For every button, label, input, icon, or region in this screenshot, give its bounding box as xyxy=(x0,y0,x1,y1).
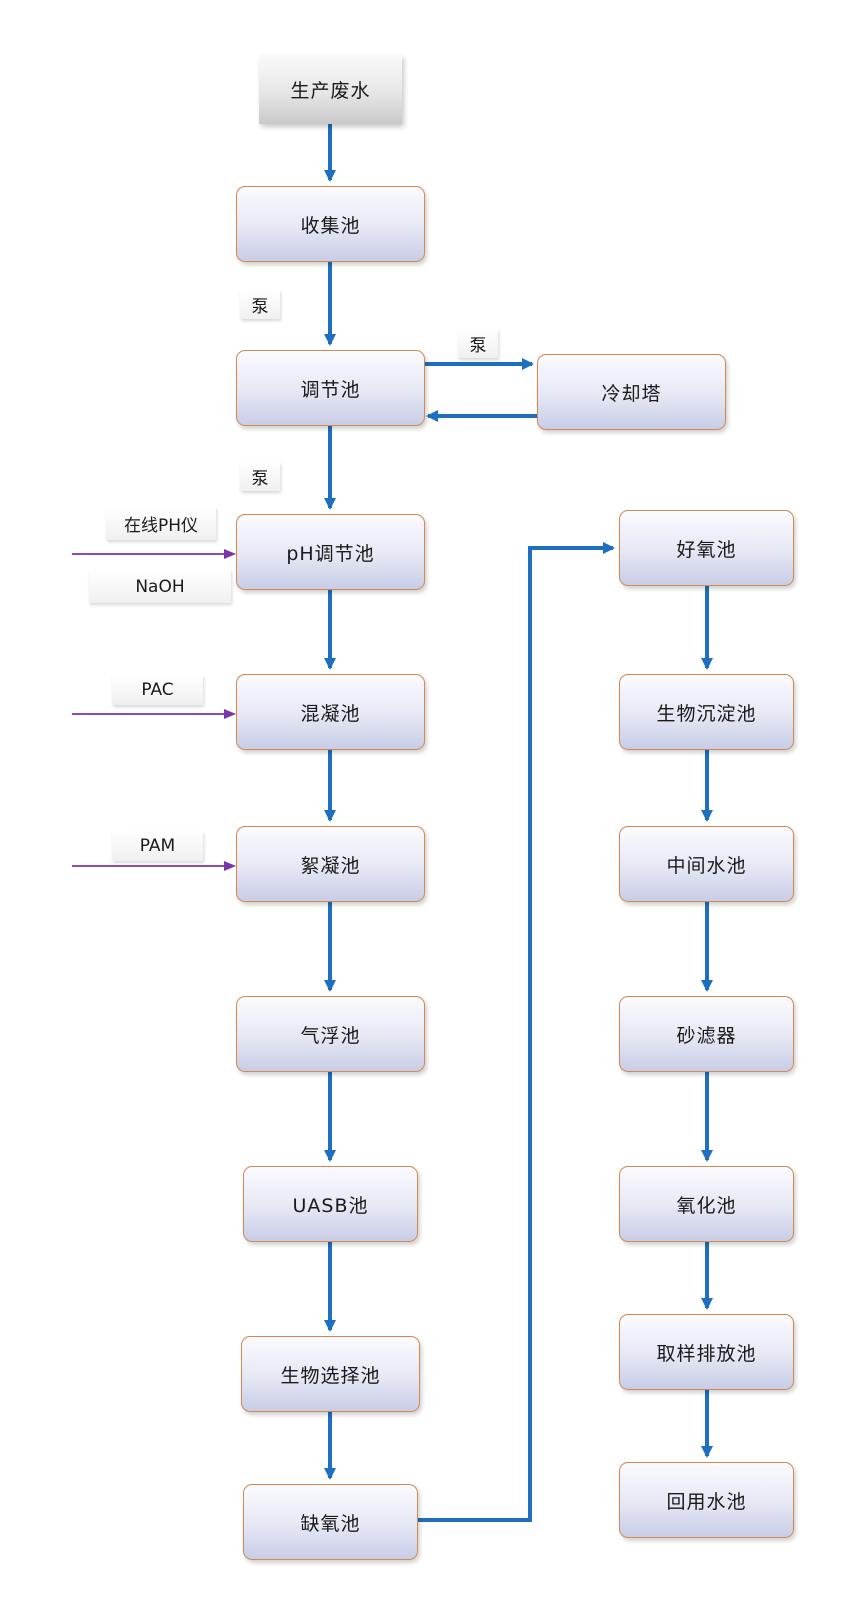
online-ph-meter-label: 在线PH仪 xyxy=(106,507,216,540)
reuse-tank-node[interactable]: 回用水池 xyxy=(619,1462,794,1538)
bio-selector-tank-label: 生物选择池 xyxy=(280,1364,381,1387)
equalization-tank-node[interactable]: 调节池 xyxy=(236,350,425,426)
uasb-tank-node[interactable]: UASB池 xyxy=(243,1166,418,1242)
naoh-dosing-label: NaOH xyxy=(89,570,231,603)
sampling-discharge-tank-label: 取样排放池 xyxy=(656,1342,757,1365)
sand-filter-label: 砂滤器 xyxy=(676,1024,737,1047)
uasb-tank-label: UASB池 xyxy=(292,1194,369,1217)
ph-adjust-tank-node[interactable]: pH调节池 xyxy=(236,514,425,590)
intermediate-tank-node[interactable]: 中间水池 xyxy=(619,826,794,902)
aerobic-tank-node[interactable]: 好氧池 xyxy=(619,510,794,586)
flocculation-tank-node[interactable]: 絮凝池 xyxy=(236,826,425,902)
anoxic-tank-node[interactable]: 缺氧池 xyxy=(243,1484,418,1560)
bio-sedimentation-tank-label: 生物沉淀池 xyxy=(656,702,757,725)
pump-label-2: 泵 xyxy=(458,329,498,358)
oxidation-tank-label: 氧化池 xyxy=(676,1194,737,1217)
pam-dosing-label: PAM xyxy=(112,831,203,861)
coagulation-tank-node[interactable]: 混凝池 xyxy=(236,674,425,750)
collection-tank-label: 收集池 xyxy=(300,214,361,237)
cooling-tower-label: 冷却塔 xyxy=(601,382,662,405)
pac-dosing-label: PAC xyxy=(112,675,203,705)
cooling-tower-node[interactable]: 冷却塔 xyxy=(537,354,726,430)
coagulation-tank-label: 混凝池 xyxy=(300,702,361,725)
pump-label-3: 泵 xyxy=(240,462,280,491)
air-flotation-tank-node[interactable]: 气浮池 xyxy=(236,996,425,1072)
bio-selector-tank-node[interactable]: 生物选择池 xyxy=(241,1336,420,1412)
equalization-tank-label: 调节池 xyxy=(300,378,361,401)
sampling-discharge-tank-node[interactable]: 取样排放池 xyxy=(619,1314,794,1390)
aerobic-tank-label: 好氧池 xyxy=(676,538,737,561)
flow-anoxic-to-aerobic xyxy=(418,542,615,1522)
reuse-tank-label: 回用水池 xyxy=(666,1490,747,1513)
sand-filter-node[interactable]: 砂滤器 xyxy=(619,996,794,1072)
collection-tank-node[interactable]: 收集池 xyxy=(236,186,425,262)
ph-adjust-tank-label: pH调节池 xyxy=(286,542,375,565)
source-wastewater-node[interactable]: 生产废水 xyxy=(259,55,402,124)
source-wastewater-label: 生产废水 xyxy=(290,80,371,102)
anoxic-tank-label: 缺氧池 xyxy=(300,1512,361,1535)
bio-sedimentation-tank-node[interactable]: 生物沉淀池 xyxy=(619,674,794,750)
air-flotation-tank-label: 气浮池 xyxy=(300,1024,361,1047)
pump-label-1: 泵 xyxy=(240,290,280,319)
oxidation-tank-node[interactable]: 氧化池 xyxy=(619,1166,794,1242)
intermediate-tank-label: 中间水池 xyxy=(666,854,747,877)
flocculation-tank-label: 絮凝池 xyxy=(300,854,361,877)
